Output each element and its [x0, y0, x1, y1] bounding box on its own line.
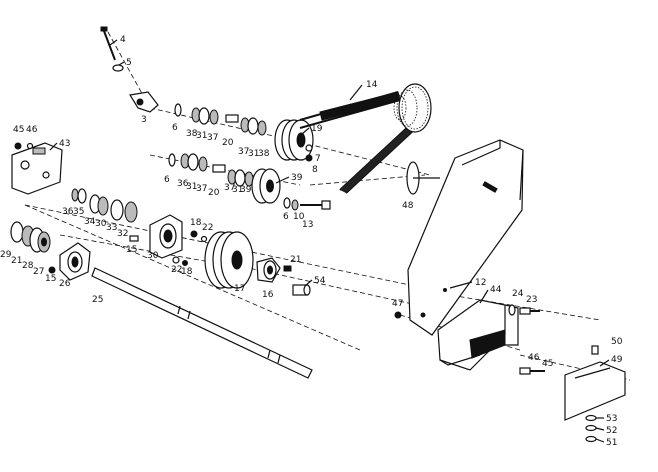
bolt-13 — [283, 197, 331, 211]
label-35: 35 — [73, 207, 84, 217]
label-54: 54 — [314, 276, 326, 286]
label-17: 17 — [234, 284, 245, 294]
label-37a: 37 — [207, 133, 218, 143]
label-36b: 36 — [62, 207, 74, 217]
label-13: 13 — [302, 220, 313, 230]
label-31b: 31 — [248, 149, 259, 159]
bolts-45-46-lower — [519, 367, 545, 375]
label-53: 53 — [606, 414, 617, 424]
washer-5 — [112, 64, 124, 72]
label-6c: 6 — [283, 212, 289, 222]
part-labels: 4 5 3 6 38 31 37 20 37 31 38 14 19 7 8 4… — [0, 35, 623, 448]
tension-arm-3 — [129, 91, 159, 113]
left-cover-43 — [11, 142, 63, 195]
top-idler-stack — [174, 103, 267, 136]
label-37c: 37 — [196, 184, 207, 194]
label-51: 51 — [606, 438, 617, 448]
label-20a: 20 — [222, 138, 234, 148]
bearing-housing-30 — [149, 214, 183, 259]
label-52: 52 — [606, 426, 617, 436]
lower-bearing-stack — [71, 188, 138, 223]
bolt-7-8 — [305, 144, 313, 162]
label-21b: 21 — [290, 255, 301, 265]
label-30a: 30 — [95, 219, 107, 229]
small-fasteners-15-18-22 — [129, 230, 208, 266]
label-39a: 39 — [240, 185, 252, 195]
bolts-24-23 — [394, 304, 540, 319]
middle-idler-stack — [168, 153, 254, 187]
label-25: 25 — [92, 295, 103, 305]
label-31a: 31 — [196, 131, 207, 141]
label-31d: 31 — [232, 185, 243, 195]
label-3: 3 — [141, 115, 147, 125]
bolts-45-46-upper — [14, 142, 34, 150]
middle-pulley-39 — [251, 168, 281, 204]
label-22b: 22 — [171, 265, 182, 275]
leader-lines — [49, 39, 610, 443]
bolt-4 — [100, 26, 116, 61]
label-46a: 46 — [26, 125, 38, 135]
left-pulley-stack — [10, 221, 51, 253]
bracket-49 — [564, 361, 626, 421]
label-12: 12 — [475, 278, 486, 288]
label-50: 50 — [611, 337, 623, 347]
label-26: 26 — [59, 279, 71, 289]
label-18b: 18 — [181, 267, 193, 277]
label-29: 29 — [0, 250, 12, 260]
flange-26 — [48, 242, 91, 281]
hub-16 — [256, 257, 281, 283]
v-belt-14 — [299, 91, 417, 194]
label-15a: 15 — [126, 245, 137, 255]
label-45a: 45 — [13, 125, 24, 135]
drive-shaft-25 — [91, 267, 313, 379]
drive-pulley-top — [393, 83, 432, 133]
label-10: 10 — [293, 212, 305, 222]
label-27: 27 — [33, 267, 44, 277]
label-6a: 6 — [172, 123, 178, 133]
label-32: 32 — [117, 229, 128, 239]
label-36a: 36 — [177, 179, 189, 189]
label-44: 44 — [490, 285, 502, 295]
label-34: 34 — [84, 217, 96, 227]
label-19: 19 — [311, 124, 323, 134]
label-37d: 37 — [224, 183, 235, 193]
label-38a: 38 — [186, 129, 198, 139]
fasteners-49-53 — [585, 345, 599, 443]
disc-48 — [406, 161, 440, 195]
label-39b: 39 — [291, 173, 303, 183]
label-15b: 15 — [45, 274, 56, 284]
label-38b: 38 — [258, 149, 270, 159]
label-23-text: 23 — [526, 295, 537, 305]
label-30b: 30 — [147, 251, 159, 261]
label-31c: 31 — [186, 182, 197, 192]
label-37b: 37 — [238, 147, 249, 157]
label-28: 28 — [22, 261, 34, 271]
label-45b: 45 — [542, 359, 553, 369]
label-4: 4 — [120, 35, 126, 45]
label-16: 16 — [262, 290, 274, 300]
label-22a: 22 — [202, 223, 213, 233]
label-21a: 21 — [11, 256, 22, 266]
label-5: 5 — [126, 58, 132, 68]
label-6b: 6 — [164, 175, 170, 185]
label-7: 7 — [315, 154, 321, 164]
label-18a: 18 — [190, 218, 202, 228]
big-pulley-17 — [204, 231, 254, 289]
label-43: 43 — [59, 139, 70, 149]
label-48: 48 — [402, 201, 414, 211]
label-49: 49 — [611, 355, 623, 365]
label-8: 8 — [312, 165, 318, 175]
label-46b: 46 — [528, 353, 540, 363]
label-14: 14 — [366, 80, 378, 90]
label-20b: 20 — [208, 188, 220, 198]
label-24: 24 — [512, 289, 524, 299]
guard-plate-12 — [407, 139, 524, 336]
label-33: 33 — [106, 223, 117, 233]
label-47: 47 — [392, 299, 403, 309]
